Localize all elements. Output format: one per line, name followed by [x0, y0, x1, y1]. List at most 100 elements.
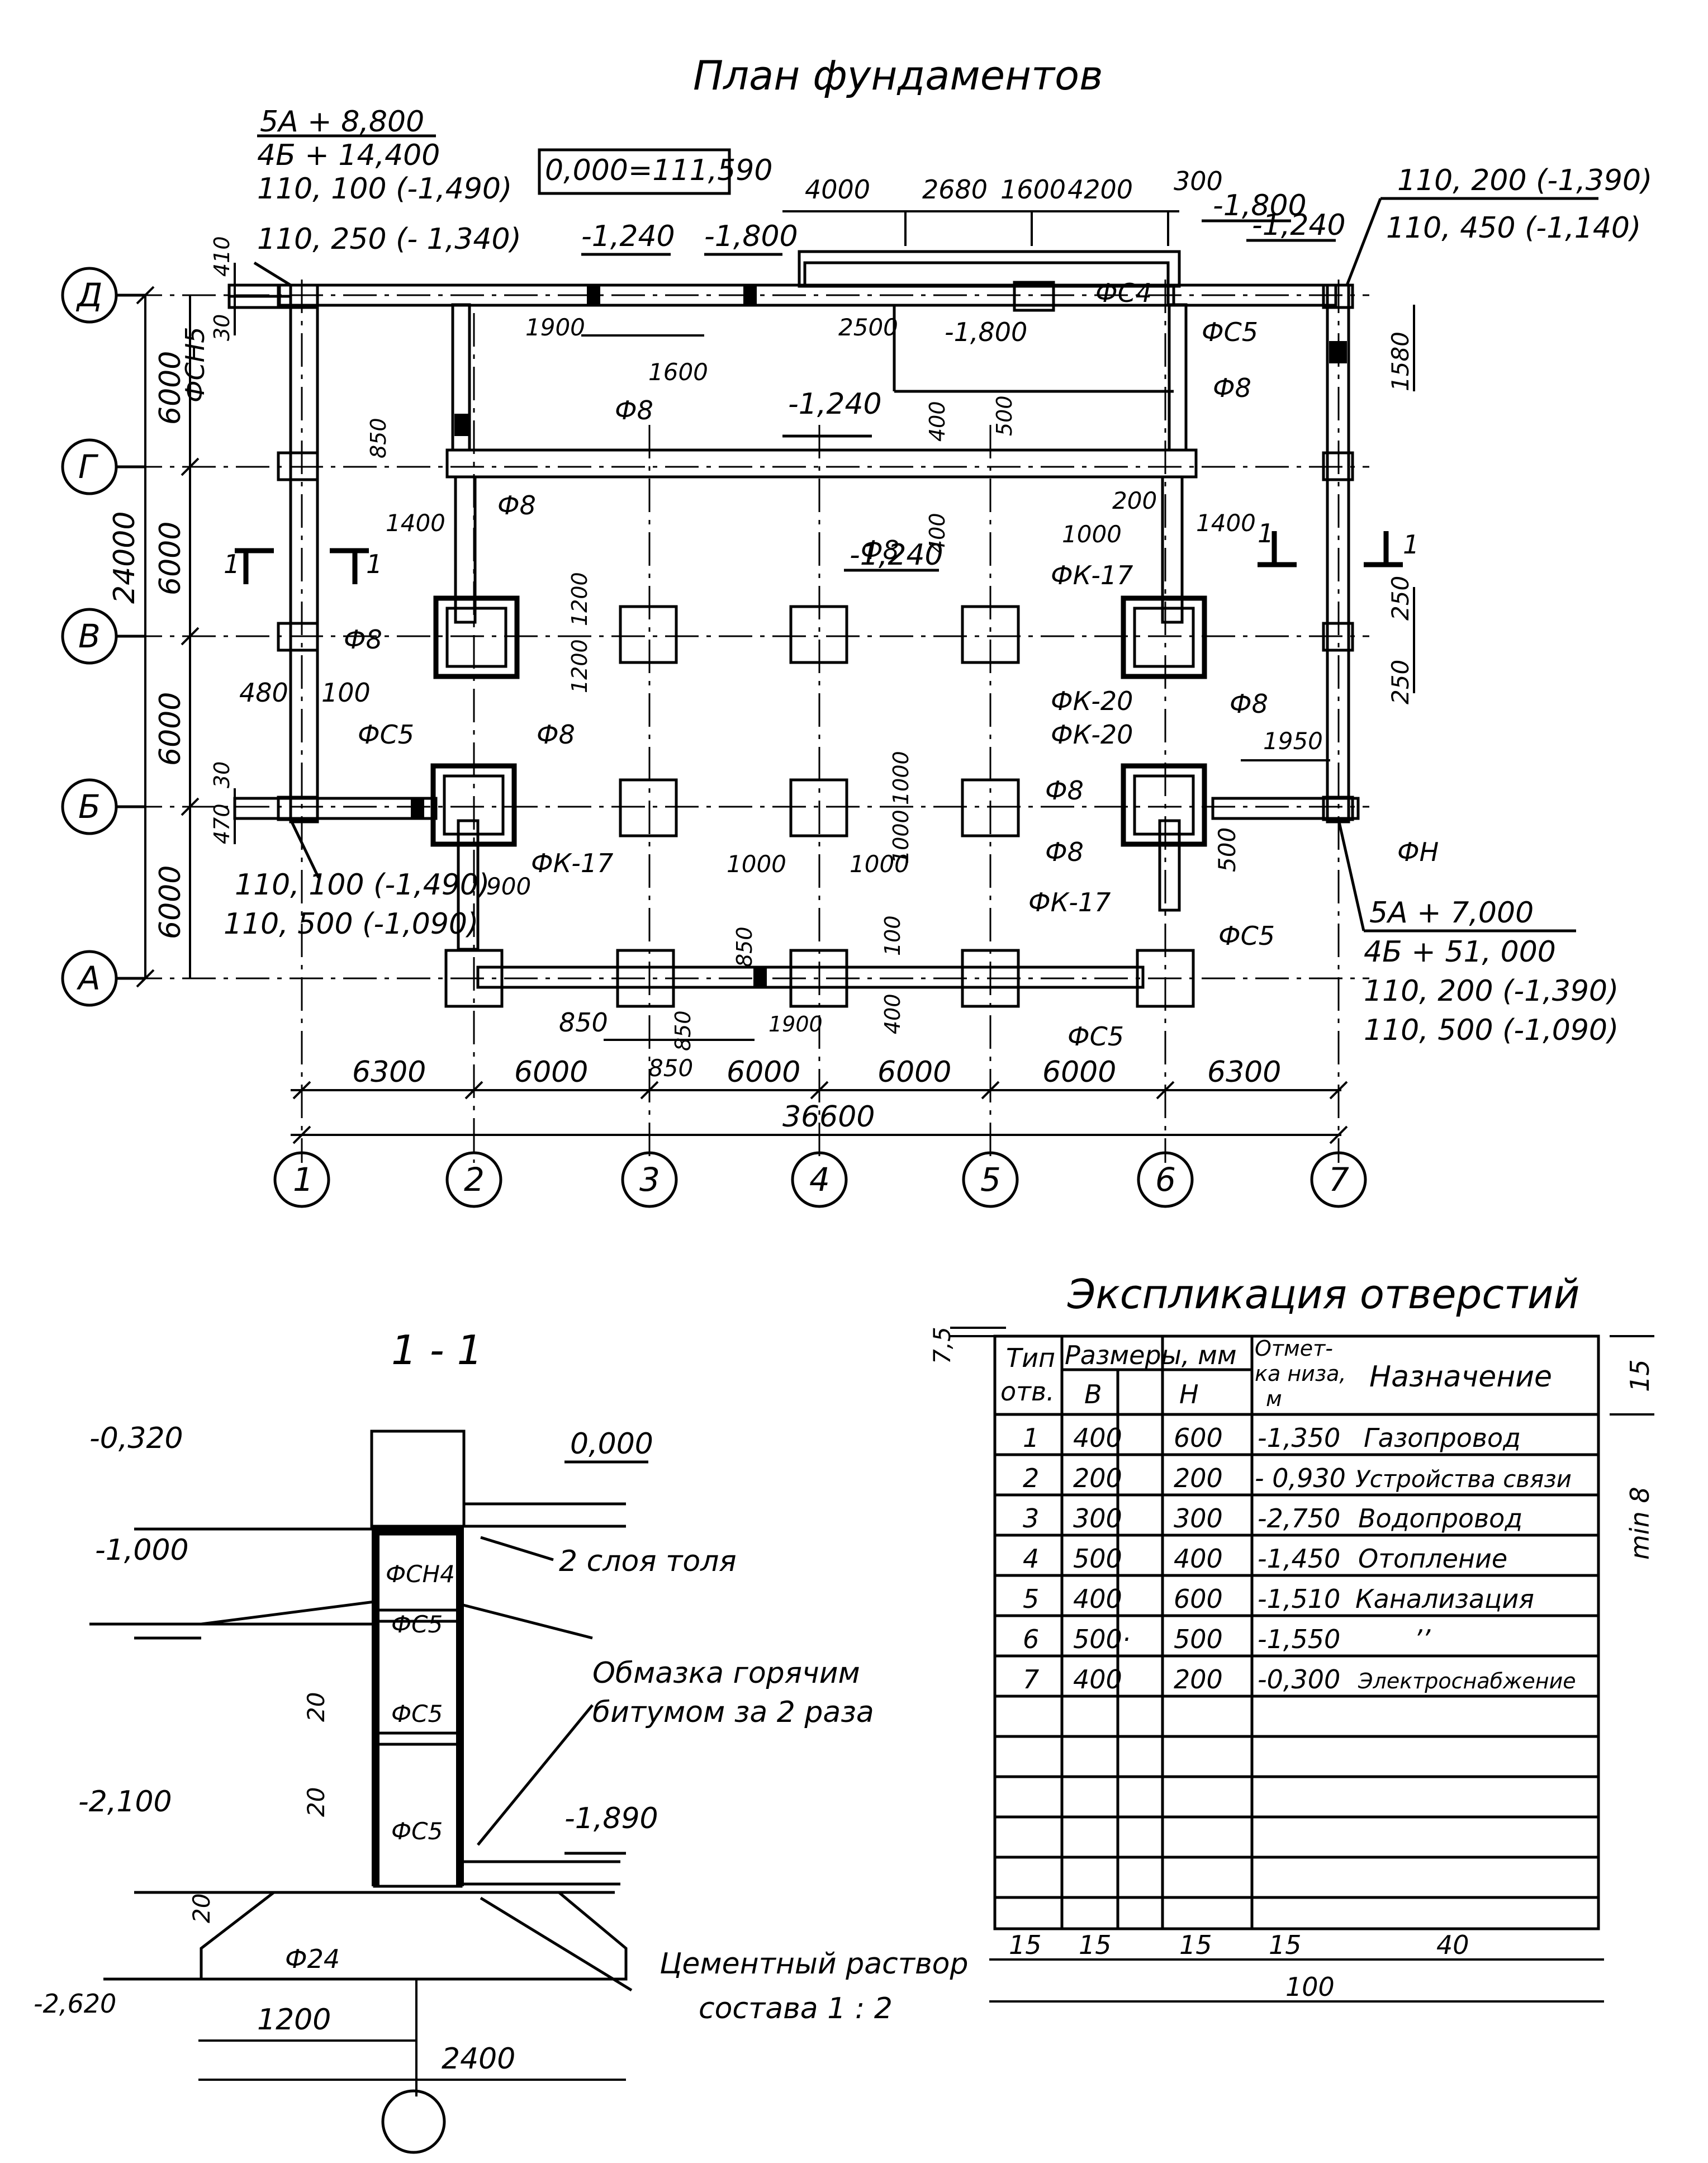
- label-fk17-right: ФК-17: [1051, 560, 1133, 590]
- svg-text:-2,750: -2,750: [1258, 1503, 1340, 1533]
- row-axis-bubbles: [61, 267, 145, 1007]
- sec-label-fs5-2: ФС5: [391, 1700, 443, 1727]
- sec-label-fs5-1: ФС5: [391, 1611, 443, 1638]
- bottom-dimension-lines: [291, 1039, 1348, 1144]
- mark-bl-1: 110, 100 (-1,490): [235, 868, 490, 902]
- label-f8-1: Ф8: [615, 395, 653, 425]
- sec-mark-2100: -2,100: [78, 1785, 172, 1819]
- col-label-2: 2: [464, 1161, 485, 1199]
- column-footings: [430, 281, 1207, 1008]
- sec-note-bitum-2: битумом за 2 раза: [592, 1696, 874, 1729]
- dim-bottom-6000-1: 6000: [514, 1056, 588, 1089]
- zero-mark-box: [538, 148, 731, 195]
- section-mark-1b: 1: [366, 549, 382, 579]
- dim-bottom-6300-2: 6300: [1207, 1056, 1281, 1089]
- label-f8-8: Ф8: [1045, 837, 1084, 867]
- table-header-purpose: Назначение: [1369, 1360, 1552, 1394]
- table-width-5: 40: [1436, 1930, 1469, 1960]
- dim-900: 900: [486, 873, 531, 900]
- grid-axes: [129, 280, 1369, 1163]
- label-fs4: ФС4: [1095, 278, 1152, 308]
- dim-400-top-a: 400: [925, 401, 950, 442]
- table-header-mark-3: м: [1266, 1386, 1282, 1411]
- label-fsn5: ФСН5: [180, 326, 210, 403]
- dim-200-right: 200: [1112, 487, 1157, 514]
- section-mark-1a: 1: [224, 549, 240, 579]
- mark-br-1: 5А + 7,000: [1369, 896, 1534, 930]
- table-row: 5 400 600 -1,510 Канализация: [1023, 1584, 1534, 1614]
- sec-mark-0320: -0,320: [89, 1422, 183, 1455]
- col-label-6: 6: [1155, 1161, 1176, 1199]
- row-label-D: Д: [75, 276, 102, 314]
- svg-text:7: 7: [1023, 1664, 1039, 1695]
- dim-850-top: 850: [366, 418, 391, 458]
- table-row: 4 500 400 -1,450 Отопление: [1023, 1544, 1507, 1574]
- row-label-V: В: [78, 617, 101, 655]
- svg-text:500: 500: [1174, 1624, 1223, 1654]
- svg-text:5: 5: [1023, 1584, 1039, 1614]
- svg-text:Отопление: Отопление: [1358, 1544, 1507, 1574]
- label-fs5-top: ФС5: [1202, 317, 1258, 347]
- mark-br-3: 110, 200 (-1,390): [1364, 974, 1619, 1008]
- svg-text:-0,300: -0,300: [1258, 1664, 1340, 1695]
- col-label-7: 7: [1329, 1161, 1349, 1199]
- dim-480: 480: [239, 678, 288, 708]
- dim-1000-c: 1000: [889, 751, 913, 805]
- sec-dim-1200: 1200: [257, 2003, 331, 2037]
- dim-1200-a: 1200: [567, 572, 592, 626]
- table-width-2: 15: [1079, 1930, 1112, 1960]
- dim-1000-a: 1000: [727, 850, 786, 878]
- label-fk17-bottom: ФК-17: [1028, 887, 1111, 917]
- dim-100-b: 100: [880, 915, 905, 956]
- col-label-4: 4: [809, 1161, 830, 1199]
- dim-2680: 2680: [922, 174, 988, 205]
- svg-text:’’: ’’: [1414, 1624, 1431, 1654]
- label-f8-3: Ф8: [1213, 373, 1251, 403]
- table-row: 7 400 200 -0,300 Электроснабжение: [1023, 1664, 1576, 1695]
- right-dimension-lines: [1241, 305, 1415, 761]
- sec-note-cem-1: Цементный раствор: [660, 1947, 968, 1981]
- mark-tl-2: 4Б + 14,400: [257, 139, 440, 172]
- svg-text:6: 6: [1023, 1624, 1039, 1654]
- table-header-mark-2: ка низа,: [1255, 1361, 1346, 1386]
- label-f8-4: Ф8: [344, 624, 382, 655]
- sec-mark-1000: -1,000: [95, 1533, 189, 1567]
- dim-850-c: 850: [671, 1010, 695, 1051]
- left-dimension-lines: [136, 263, 236, 988]
- table-width-4: 15: [1269, 1930, 1302, 1960]
- svg-text:- 0,930: - 0,930: [1255, 1463, 1346, 1493]
- svg-text:200: 200: [1073, 1463, 1122, 1493]
- table-height-75: 7,5: [928, 1327, 956, 1364]
- dim-left-6000-4: 6000: [154, 865, 187, 939]
- dim-250-b: 250: [1387, 660, 1414, 704]
- svg-text:-1,450: -1,450: [1258, 1544, 1340, 1574]
- dim-400-top-b: 400: [925, 513, 950, 553]
- mark-1240-b: -1,240: [788, 387, 882, 421]
- label-fs5-right: ФС5: [1218, 921, 1275, 951]
- dim-1000-right: 1000: [1062, 520, 1122, 548]
- sec-note-bitum-1: Обмазка горячим: [592, 1656, 860, 1690]
- dim-left-6000-3: 6000: [154, 692, 187, 766]
- label-f8-6: Ф8: [1230, 689, 1268, 719]
- wall-openings: [411, 286, 1347, 986]
- label-f8-7: Ф8: [1045, 775, 1084, 806]
- mark-1800-b: -1,800: [945, 317, 1027, 347]
- section-drawing: [89, 1430, 648, 2154]
- sec-dim-20-b: 20: [302, 1787, 330, 1817]
- table-header-mark-1: Отмет-: [1255, 1336, 1333, 1361]
- mark-1240-a: -1,240: [581, 220, 675, 253]
- dim-2500: 2500: [838, 314, 898, 341]
- dim-850-b: 850: [648, 1054, 693, 1082]
- svg-text:2: 2: [1023, 1463, 1039, 1493]
- svg-text:200: 200: [1174, 1664, 1223, 1695]
- col-label-1: 1: [293, 1161, 314, 1199]
- label-fn: ФН: [1397, 837, 1439, 867]
- dim-1400-left: 1400: [386, 509, 445, 537]
- dim-1000-d: 1000: [889, 810, 913, 864]
- table-row: 2 200 200 - 0,930 Устройства связи: [1023, 1463, 1572, 1493]
- label-fs5-left: ФС5: [358, 720, 414, 750]
- mark-1240-c: -1,240: [1252, 209, 1346, 242]
- plan-title: План фундаментов: [693, 52, 1103, 99]
- col-label-5: 5: [980, 1161, 1001, 1199]
- sec-label-fs5-3: ФС5: [391, 1818, 443, 1845]
